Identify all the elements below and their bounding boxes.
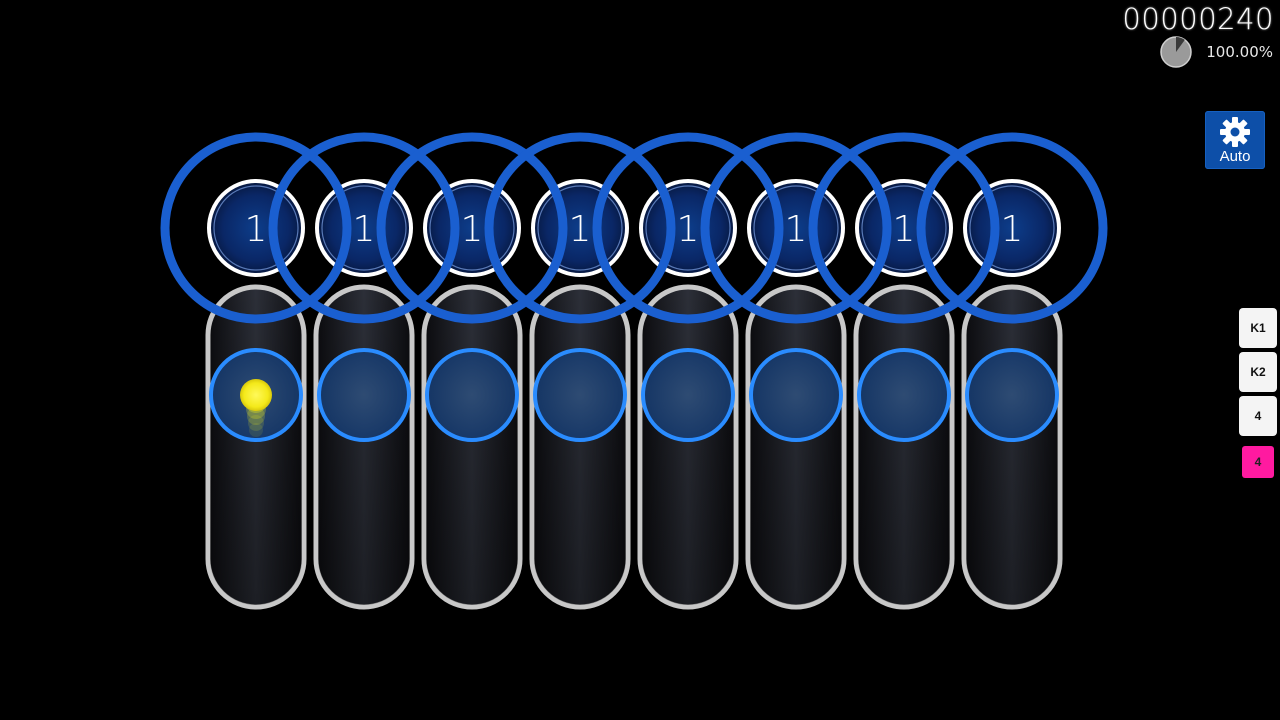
combo-number: 1 [1001,209,1024,250]
auto-mod-label: Auto [1219,148,1251,165]
hit-circle-6[interactable]: 1 [744,176,848,280]
approach-circle-7 [808,132,1000,324]
hit-circle-5[interactable]: 1 [636,176,740,280]
score-counter: 00000240 [1122,2,1274,36]
combo-number: 1 [353,209,376,250]
cursor-trail-dot [248,415,264,431]
key-overlay-k1: K1 [1239,308,1277,348]
slider-follow-circle [749,348,843,442]
hit-circle-3[interactable]: 1 [420,176,524,280]
combo-number: 1 [569,209,592,250]
hit-circle-inner-ring [861,185,947,271]
hit-circle-7[interactable]: 1 [852,176,956,280]
gear-icon [1220,117,1250,147]
hit-circle-2[interactable]: 1 [312,176,416,280]
slider-follow-circle [965,348,1059,442]
approach-circle-4 [484,132,676,324]
hit-circle-inner-ring [969,185,1055,271]
slider-shade [426,289,518,605]
slider-follow-circle [641,348,735,442]
hit-circles-layer: 1 1 1 1 1 1 1 1 [204,176,1064,280]
cursor-trail-dot [247,407,265,425]
approach-circle-8 [916,132,1108,324]
slider-shade [318,289,410,605]
combo-number: 1 [245,209,268,250]
hit-circle-inner-ring [321,185,407,271]
key-overlay-m1: 4 [1239,396,1277,436]
hit-circle-inner-ring [429,185,515,271]
cursor [240,379,272,411]
slider-2[interactable] [313,284,415,610]
song-progress-pie-icon [1160,36,1192,68]
hit-circle-1[interactable]: 1 [204,176,308,280]
accuracy-text: 100.00% [1206,43,1273,61]
slider-follow-circle [425,348,519,442]
approach-circle-5 [592,132,784,324]
approach-circle-6 [700,132,892,324]
key-overlay-m2-pressed: 4 [1242,446,1274,478]
hit-circle-inner-ring [645,185,731,271]
slider-shade [534,289,626,605]
accuracy-row: 100.00% [1160,36,1273,68]
slider-5[interactable] [637,284,739,610]
slider-shade [858,289,950,605]
slider-shade [642,289,734,605]
slider-1[interactable] [205,284,307,610]
hit-circle-inner-ring [753,185,839,271]
combo-number: 1 [893,209,916,250]
cursor-layer [240,379,272,437]
slider-7[interactable] [853,284,955,610]
slider-3[interactable] [421,284,523,610]
approach-circle-1 [160,132,352,324]
slider-8[interactable] [961,284,1063,610]
slider-6[interactable] [745,284,847,610]
slider-shade [210,289,302,605]
approach-circle-2 [268,132,460,324]
combo-number: 1 [785,209,808,250]
progress-wedge [1176,36,1186,52]
approach-circle-3 [376,132,568,324]
cursor-trail-dot [249,423,263,437]
slider-4[interactable] [529,284,631,610]
combo-number: 1 [461,209,484,250]
slider-follow-circle [533,348,627,442]
hit-circle-4[interactable]: 1 [528,176,632,280]
hit-circle-inner-ring [537,185,623,271]
slider-follow-circle [857,348,951,442]
hit-circle-inner-ring [213,185,299,271]
combo-number: 1 [677,209,700,250]
approach-circles-layer [160,132,1108,324]
sliders-layer [205,284,1063,610]
slider-shade [750,289,842,605]
slider-shade [966,289,1058,605]
slider-follow-circle [317,348,411,442]
key-overlay-k2: K2 [1239,352,1277,392]
auto-mod-button[interactable]: Auto [1205,111,1265,169]
hit-circle-8[interactable]: 1 [960,176,1064,280]
